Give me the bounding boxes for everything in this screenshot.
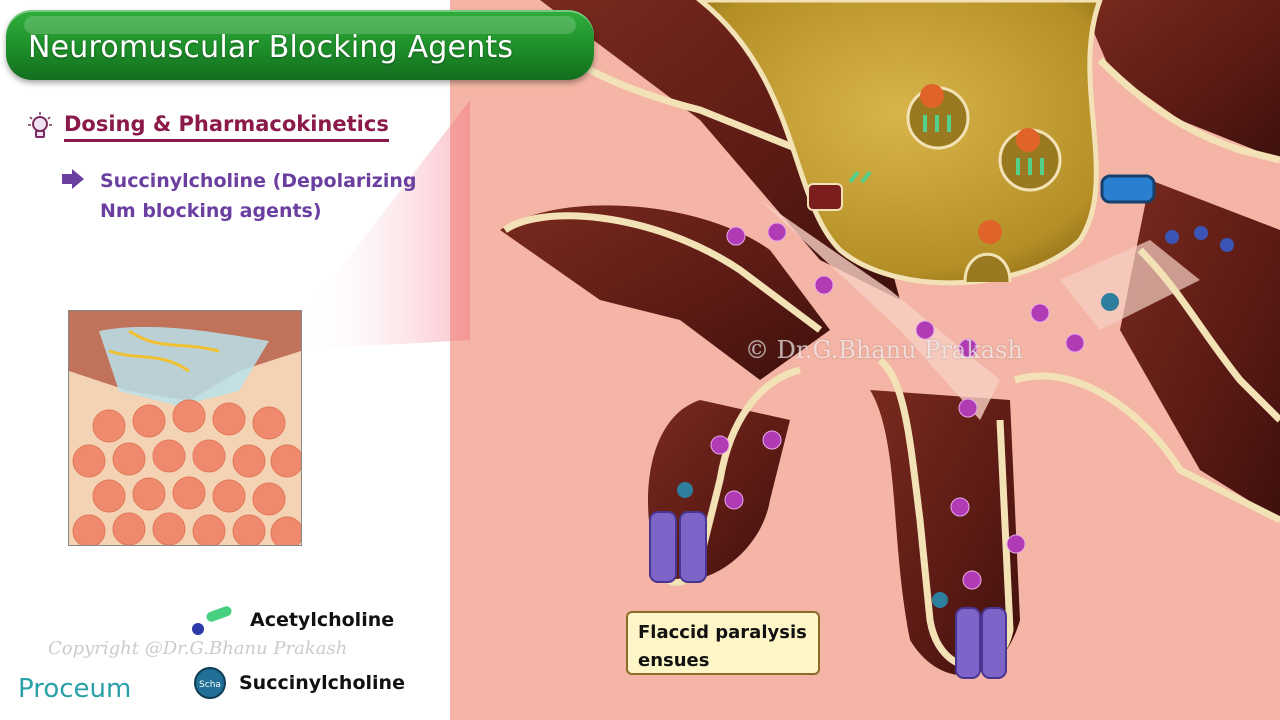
zoom-thumbnail — [68, 310, 302, 546]
title-banner: Neuromuscular Blocking Agents — [6, 10, 594, 80]
arrow-right-icon — [60, 168, 86, 192]
muscle-fiber-thumbnail — [69, 311, 301, 545]
faint-copyright: Copyright @Dr.G.Bhanu Prakash — [48, 638, 347, 659]
watermark-text: © Dr.G.Bhanu Prakash — [745, 336, 1023, 364]
lightbulb-icon — [28, 112, 52, 142]
brand-logo: Proceum — [18, 674, 131, 704]
legend-label-succinylcholine: Succinylcholine — [239, 672, 405, 694]
bullet-text: Succinylcholine (Depolarizing Nm blockin… — [100, 166, 440, 226]
legend-acetylcholine: Acetylcholine — [190, 603, 394, 637]
legend-label-acetylcholine: Acetylcholine — [250, 609, 394, 631]
legend-succinylcholine: Scha Succinylcholine — [193, 666, 405, 700]
callout-box: Flaccid paralysis ensues — [626, 611, 820, 675]
acetylcholine-icon — [190, 603, 238, 637]
callout-text: Flaccid paralysis ensues — [638, 619, 808, 675]
page-title: Neuromuscular Blocking Agents — [28, 30, 513, 65]
succinylcholine-icon: Scha — [193, 666, 227, 700]
bullet-item: Succinylcholine (Depolarizing Nm blockin… — [60, 166, 440, 226]
section-heading: Dosing & Pharmacokinetics — [28, 112, 389, 142]
section-title: Dosing & Pharmacokinetics — [64, 112, 389, 142]
succinylcholine-badge: Scha — [199, 680, 221, 690]
